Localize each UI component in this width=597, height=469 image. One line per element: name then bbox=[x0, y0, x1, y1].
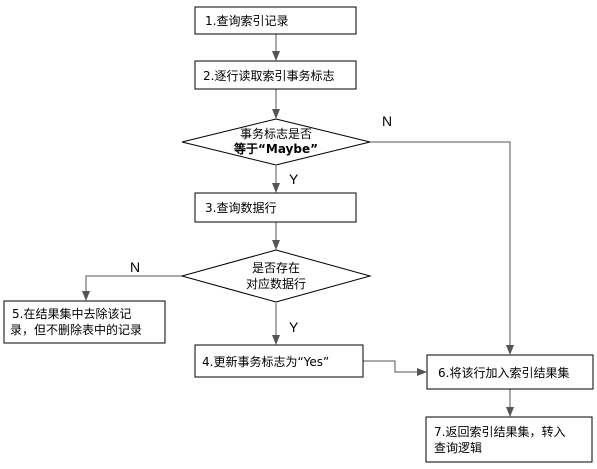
edge-labels-layer: N Y N Y bbox=[130, 113, 392, 335]
decision-data-row-exists: 是否存在 对应数据行 bbox=[180, 249, 372, 303]
node-return-result-set: 7.返回索引结果集，转入 查询逻辑 bbox=[425, 416, 593, 463]
decision-label-line2: 对应数据行 bbox=[246, 276, 306, 291]
node-label-line1: 5.在结果集中去除该记 bbox=[12, 306, 131, 321]
decision-label-line1: 事务标志是否 bbox=[240, 126, 312, 141]
node-update-flag-yes: 4.更新事务标志为“Yes” bbox=[194, 344, 364, 378]
node-label-line1: 7.返回索引结果集，转入 bbox=[434, 424, 565, 439]
node-read-index-flag: 2.逐行读取索引事务标志 bbox=[194, 60, 357, 90]
decision-label-line2: 等于“Maybe” bbox=[233, 141, 318, 156]
node-label: 2.逐行读取索引事务标志 bbox=[203, 68, 334, 83]
edge-d1-n6 bbox=[370, 141, 514, 355]
edge-label-d1-n3: Y bbox=[289, 171, 299, 187]
edges-layer bbox=[82, 34, 514, 417]
node-query-index-records: 1.查询索引记录 bbox=[194, 6, 357, 35]
node-query-data-row: 3.查询数据行 bbox=[194, 192, 357, 223]
node-label: 6.将该行加入索引结果集 bbox=[438, 365, 569, 380]
edge-label-d1-n6: N bbox=[382, 113, 392, 129]
node-label: 1.查询索引记录 bbox=[205, 14, 288, 28]
decision-label-line1: 是否存在 bbox=[252, 261, 300, 275]
node-label: 4.更新事务标志为“Yes” bbox=[202, 354, 329, 369]
node-label-line2: 录，但不删除表中的记录 bbox=[10, 322, 142, 337]
node-label-line2: 查询逻辑 bbox=[434, 441, 482, 455]
nodes-layer: 1.查询索引记录 2.逐行读取索引事务标志 事务标志是否 等于“Maybe” 3… bbox=[3, 6, 594, 463]
node-remove-from-result-set: 5.在结果集中去除该记 录，但不删除表中的记录 bbox=[3, 300, 166, 344]
node-add-row-to-result-set: 6.将该行加入索引结果集 bbox=[426, 354, 594, 390]
node-label: 3.查询数据行 bbox=[205, 200, 276, 215]
edge-d2-n5 bbox=[82, 275, 182, 301]
edge-label-d2-n4: Y bbox=[289, 319, 299, 335]
decision-flag-equals-maybe: 事务标志是否 等于“Maybe” bbox=[181, 118, 371, 166]
edge-n4-n6 bbox=[363, 360, 427, 376]
edge-label-d2-n5: N bbox=[130, 259, 140, 275]
